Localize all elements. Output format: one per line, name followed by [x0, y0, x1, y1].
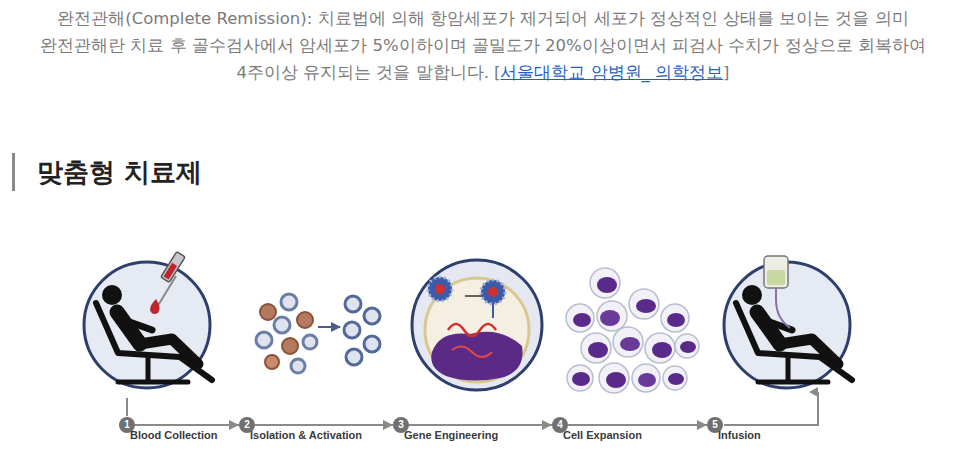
heading-bar: [12, 153, 15, 191]
infusion-figure: [767, 270, 785, 285]
infusion-figure: [776, 288, 790, 328]
gene-engineering-figure: [428, 277, 452, 301]
gene-engineering-figure: [488, 287, 498, 297]
cell-expansion-figure: [573, 313, 591, 327]
note-text: [: [494, 63, 500, 82]
isolation-figure: [256, 332, 272, 348]
note-text: 완전관해(Complete Remission): 치료법에 의해 항암세포가 …: [18, 5, 948, 32]
process-arrow: [409, 424, 552, 426]
isolation-figure: [346, 349, 362, 365]
infusion-figure: [724, 256, 852, 388]
cell-expansion-figure: [572, 372, 590, 386]
isolation-figure: [345, 296, 361, 312]
infusion-figure: [736, 285, 852, 382]
source-link: 서울대학교 암병원_ 의학정보: [500, 63, 723, 82]
cell-expansion-figure: [675, 334, 699, 358]
gene-engineering-figure: [431, 332, 522, 381]
process-arrow: [135, 424, 239, 426]
cell-expansion-figure: [567, 365, 593, 391]
note-paragraph: 완전관해(Complete Remission): 치료법에 의해 항암세포가 …: [18, 5, 948, 86]
section-heading: 맞춤형 치료제: [37, 154, 202, 190]
step-label: Blood Collection: [130, 429, 217, 441]
cell-expansion-figure: [597, 301, 627, 331]
isolation-figure: [282, 338, 298, 354]
cell-expansion-figure: [613, 327, 643, 357]
process-arrow: [568, 424, 707, 426]
cell-expansion-figure: [590, 268, 620, 298]
step-marker: 5Infusion: [707, 417, 723, 433]
step-marker: 3Gene Engineering: [393, 417, 409, 433]
isolation-figure: [291, 359, 305, 373]
isolation-figure: [274, 317, 290, 333]
cell-expansion-figure: [661, 304, 689, 332]
cell-expansion-figure: [680, 341, 696, 353]
cell-expansion-figure: [638, 373, 656, 387]
isolation-figure: [364, 336, 380, 352]
blood-collection-figure: [164, 263, 178, 280]
cell-expansion-figure: [668, 373, 684, 385]
blood-collection-figure: [96, 285, 212, 382]
blood-collection-figure: [161, 252, 185, 283]
cell-expansion-figure: [588, 342, 608, 358]
gene-engineering-figure: [412, 260, 542, 390]
step-label: Isolation & Activation: [250, 429, 362, 441]
cell-expansion-figure: [652, 342, 672, 358]
gene-engineering-figure: [448, 324, 496, 336]
note-text: ]: [723, 63, 729, 82]
cell-expansion-figure: [663, 366, 687, 390]
gene-engineering-figure: [412, 260, 542, 390]
isolation-figure: [297, 312, 313, 328]
infusion-figure: [764, 256, 788, 288]
isolation-figure: [260, 304, 276, 320]
process-arrow: [255, 424, 393, 426]
isolation-figure: [256, 294, 380, 373]
isolation-figure: [265, 355, 279, 369]
gene-engineering-figure: [492, 304, 494, 318]
cell-expansion-figure: [632, 364, 660, 392]
step-label: Gene Engineering: [404, 429, 498, 441]
cell-expansion-figure: [606, 372, 626, 388]
isolation-figure: [281, 294, 297, 310]
isolation-figure: [318, 326, 340, 328]
cell-expansion-figure: [645, 333, 675, 363]
blood-collection-figure: [84, 252, 212, 388]
cell-expansion-figure: [629, 289, 659, 319]
cell-expansion-figure: [667, 313, 685, 327]
gene-engineering-figure: [425, 278, 529, 382]
gene-engineering-figure: [481, 280, 505, 304]
gene-engineering-figure: [435, 284, 445, 294]
cell-expansion-figure: [599, 363, 629, 393]
cell-expansion-figure: [566, 268, 699, 393]
blood-collection-figure: [150, 299, 160, 314]
cell-expansion-figure: [620, 337, 640, 351]
gene-engineering-figure: [452, 346, 492, 357]
process-line: [126, 398, 128, 416]
cell-expansion-figure: [600, 310, 620, 326]
cell-expansion-figure: [597, 277, 617, 293]
cell-expansion-figure: [566, 304, 594, 332]
step-label: Infusion: [718, 429, 761, 441]
isolation-figure: [344, 322, 360, 338]
step-marker: 1Blood Collection: [119, 417, 135, 433]
step-label: Cell Expansion: [563, 429, 642, 441]
isolation-figure: [303, 335, 317, 349]
isolation-figure: [364, 308, 380, 324]
cell-expansion-figure: [581, 333, 611, 363]
cell-expansion-figure: [636, 299, 656, 313]
process-line: [724, 392, 818, 425]
note-text: 완전관해란 치료 후 골수검사에서 암세포가 5%이하이며 골밀도가 20%이상…: [40, 36, 926, 82]
step-marker: 4Cell Expansion: [552, 417, 568, 433]
cell-expansion-figure: [566, 268, 699, 393]
step-marker: 2Isolation & Activation: [239, 417, 255, 433]
